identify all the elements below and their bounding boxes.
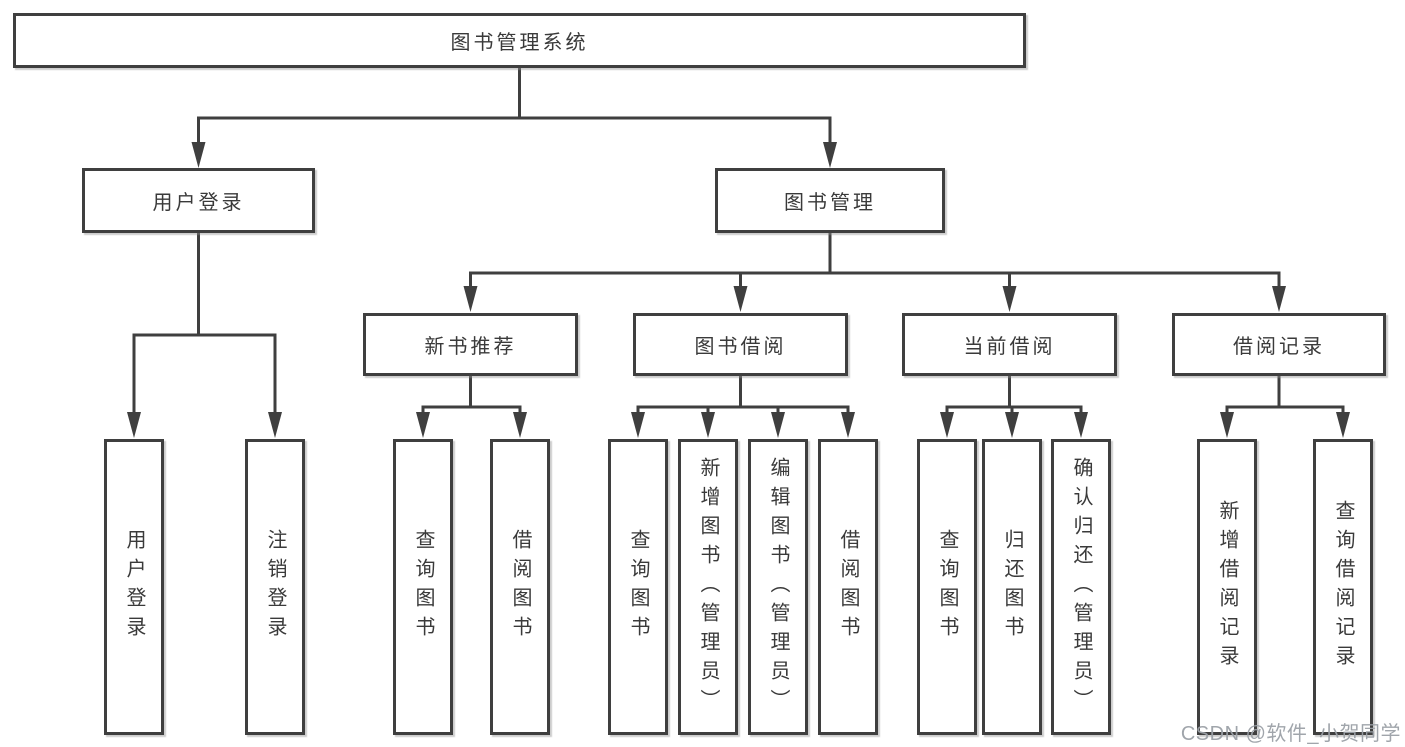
node-book-borrow-label: 图书借阅 — [694, 336, 787, 358]
node-leaf-cb-query: 查询图书 — [917, 439, 977, 735]
node-leaf-bb-query-label: 查询图书 — [627, 529, 649, 645]
node-leaf-nb-borrow: 借阅图书 — [490, 439, 550, 735]
node-leaf-logout-label: 注销登录 — [264, 529, 286, 645]
node-leaf-user-login-label: 用户登录 — [123, 529, 145, 645]
node-user-login-label: 用户登录 — [152, 192, 245, 214]
node-leaf-cb-return: 归还图书 — [982, 439, 1042, 735]
node-root: 图书管理系统 — [13, 13, 1026, 68]
node-leaf-br-add-label: 新增借阅记录 — [1216, 500, 1238, 674]
node-leaf-bb-borrow-label: 借阅图书 — [837, 529, 859, 645]
node-user-login: 用户登录 — [82, 168, 315, 233]
node-leaf-cb-query-label: 查询图书 — [936, 529, 958, 645]
node-leaf-br-add: 新增借阅记录 — [1197, 439, 1257, 735]
node-leaf-bb-borrow: 借阅图书 — [818, 439, 878, 735]
node-leaf-logout: 注销登录 — [245, 439, 305, 735]
node-leaf-br-query: 查询借阅记录 — [1313, 439, 1373, 735]
watermark: CSDN @软件_小贺同学 — [1180, 723, 1401, 745]
node-leaf-br-query-label: 查询借阅记录 — [1332, 500, 1354, 674]
node-leaf-cb-confirm-label: 确认归还（管理员） — [1070, 456, 1092, 718]
node-borrow-records: 借阅记录 — [1172, 313, 1386, 376]
node-current-borrow-label: 当前借阅 — [963, 336, 1056, 358]
node-root-label: 图书管理系统 — [450, 32, 589, 54]
node-book-borrow: 图书借阅 — [633, 313, 848, 376]
node-new-book-rec: 新书推荐 — [363, 313, 578, 376]
node-leaf-bb-add-label: 新增图书（管理员） — [697, 456, 719, 718]
node-leaf-bb-query: 查询图书 — [608, 439, 668, 735]
node-leaf-nb-query-label: 查询图书 — [412, 529, 434, 645]
node-leaf-bb-edit-label: 编辑图书（管理员） — [767, 456, 789, 718]
node-leaf-nb-query: 查询图书 — [393, 439, 453, 735]
node-leaf-cb-return-label: 归还图书 — [1001, 529, 1023, 645]
node-leaf-user-login: 用户登录 — [104, 439, 164, 735]
node-borrow-records-label: 借阅记录 — [1233, 336, 1325, 358]
node-book-mgmt: 图书管理 — [715, 168, 945, 233]
node-book-mgmt-label: 图书管理 — [784, 192, 876, 214]
node-leaf-bb-edit: 编辑图书（管理员） — [748, 439, 808, 735]
node-leaf-nb-borrow-label: 借阅图书 — [509, 529, 531, 645]
node-leaf-cb-confirm: 确认归还（管理员） — [1051, 439, 1111, 735]
node-new-book-rec-label: 新书推荐 — [424, 336, 517, 358]
node-leaf-bb-add: 新增图书（管理员） — [678, 439, 738, 735]
node-current-borrow: 当前借阅 — [902, 313, 1117, 376]
